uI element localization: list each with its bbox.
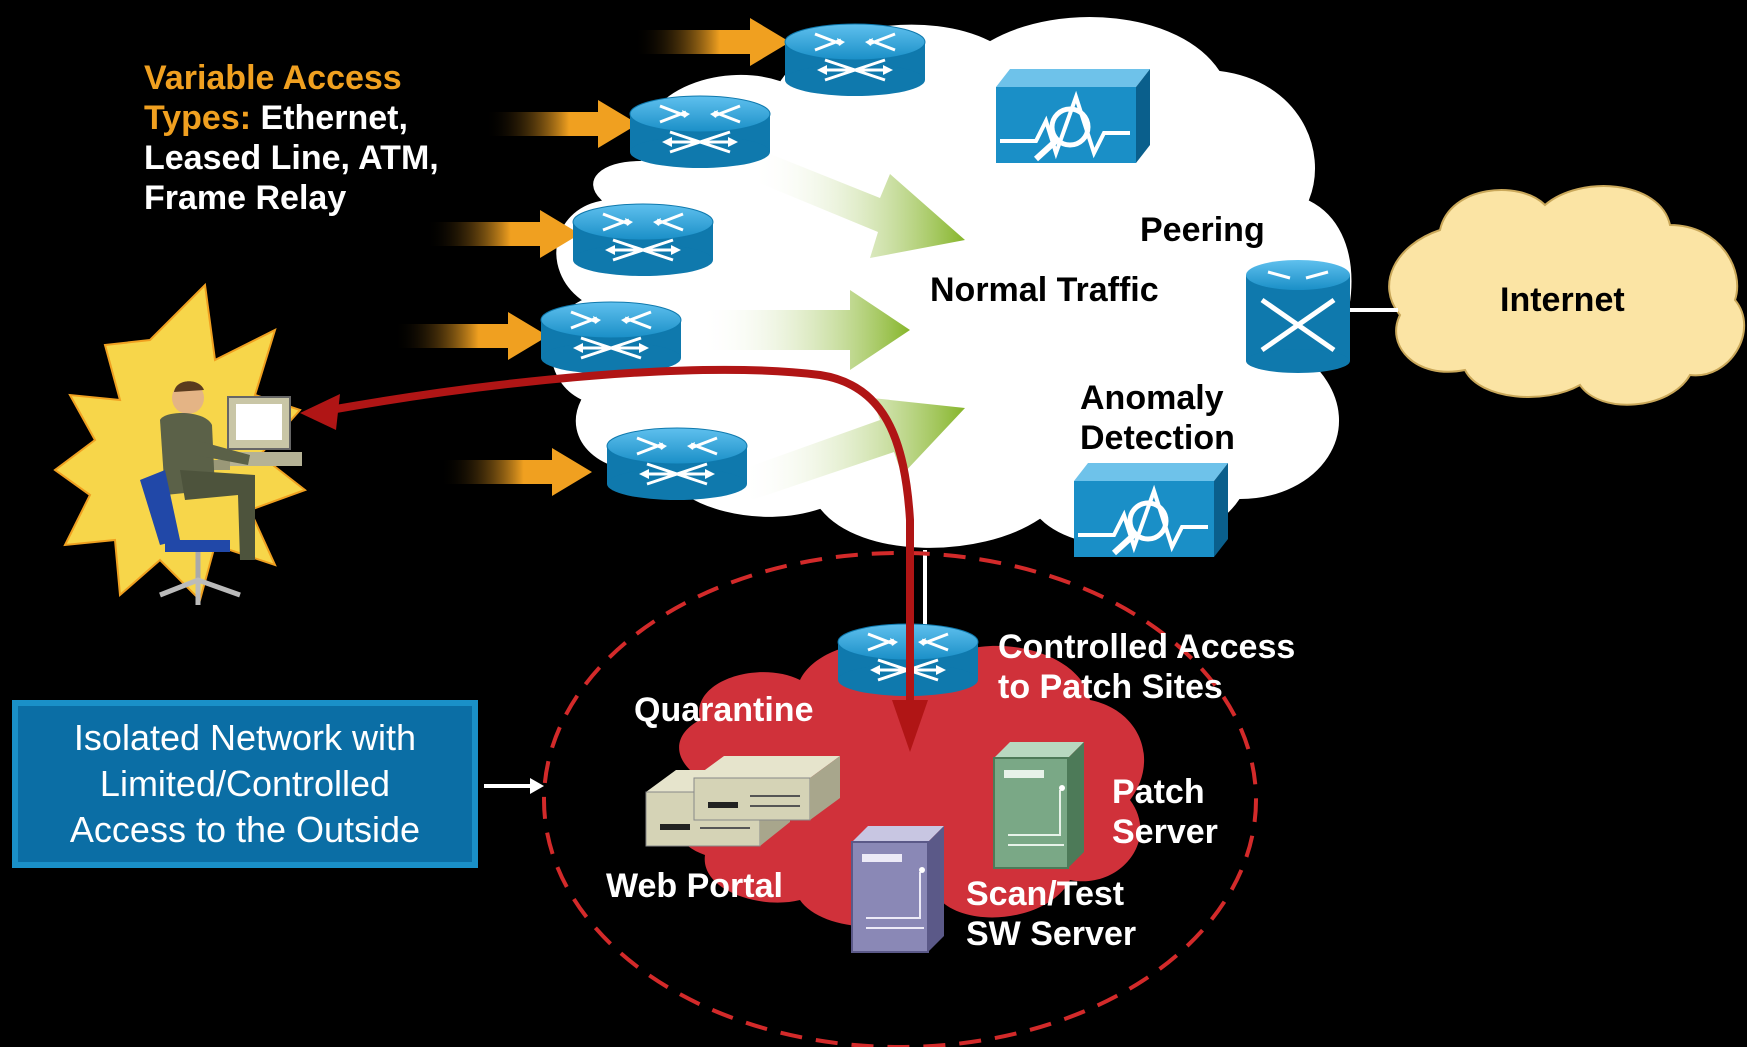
traffic-arrows <box>700 150 965 500</box>
access-arrow <box>634 18 790 66</box>
patch-server-line1: Patch <box>1112 773 1205 811</box>
isolated-network-line2: Limited/Controlled <box>99 763 391 804</box>
redirect-arrowhead-user <box>300 394 340 430</box>
traffic-arrow <box>752 150 965 258</box>
controlled-access-label: Controlled Access to Patch Sites <box>998 627 1295 707</box>
patch-server-line2: Server <box>1112 813 1218 851</box>
access-types-line2: Leased Line, ATM, <box>144 139 439 177</box>
web-portal-icon <box>645 756 840 847</box>
patch-server-label: Patch Server <box>1112 772 1218 852</box>
web-portal-label: Web Portal <box>606 867 783 905</box>
traffic-arrow <box>740 398 965 500</box>
anomaly-label-line1: Anomaly <box>1080 379 1224 417</box>
ids-sensor-icon <box>996 69 1150 163</box>
scan-test-server-label: Scan/Test SW Server <box>966 874 1136 954</box>
access-arrow <box>394 312 548 360</box>
access-arrows <box>394 18 790 496</box>
router-icon <box>605 426 749 502</box>
access-arrow <box>485 100 638 148</box>
traffic-arrow <box>700 290 910 370</box>
controlled-access-line1: Controlled Access <box>998 628 1296 666</box>
redirect-arrow <box>329 365 914 700</box>
router-icon <box>571 202 715 278</box>
internet-label: Internet <box>1500 281 1625 319</box>
scan-test-server-icon <box>851 826 944 953</box>
quarantine-boundary <box>542 551 1258 1047</box>
access-types-label: Variable Access Types: Ethernet, Leased … <box>144 58 439 218</box>
access-types-line1: Ethernet, <box>260 99 408 137</box>
anomaly-detection-label: Anomaly Detection <box>1080 378 1235 458</box>
redirect-arrowhead-quarantine <box>892 700 928 752</box>
isolated-network-line3: Access to the Outside <box>69 809 421 850</box>
isolated-network-line1: Isolated Network with <box>73 717 417 758</box>
isolated-network-box: Isolated Network with Limited/Controlled… <box>12 700 478 868</box>
anomaly-label-line2: Detection <box>1080 419 1235 457</box>
scan-test-line2: SW Server <box>966 915 1137 953</box>
access-types-prefix: Types: <box>144 99 252 137</box>
peering-switch-icon <box>1246 260 1350 373</box>
user-workstation-icon <box>140 381 302 605</box>
peering-label: Peering <box>1140 211 1265 249</box>
router-icon <box>628 94 772 170</box>
internet-cloud <box>1388 185 1746 406</box>
normal-traffic-label: Normal Traffic <box>930 271 1159 309</box>
quarantine-label: Quarantine <box>634 691 814 729</box>
controlled-access-line2: to Patch Sites <box>998 668 1223 706</box>
ids-sensor-icon <box>1074 463 1228 557</box>
access-arrow <box>426 210 580 258</box>
patch-server-icon <box>993 742 1084 869</box>
router-icon <box>539 300 683 376</box>
access-types-line3: Frame Relay <box>144 179 347 217</box>
access-types-title: Variable Access <box>144 59 402 97</box>
scan-test-line1: Scan/Test <box>966 875 1125 913</box>
access-arrow <box>440 448 592 496</box>
router-icon <box>783 22 927 98</box>
